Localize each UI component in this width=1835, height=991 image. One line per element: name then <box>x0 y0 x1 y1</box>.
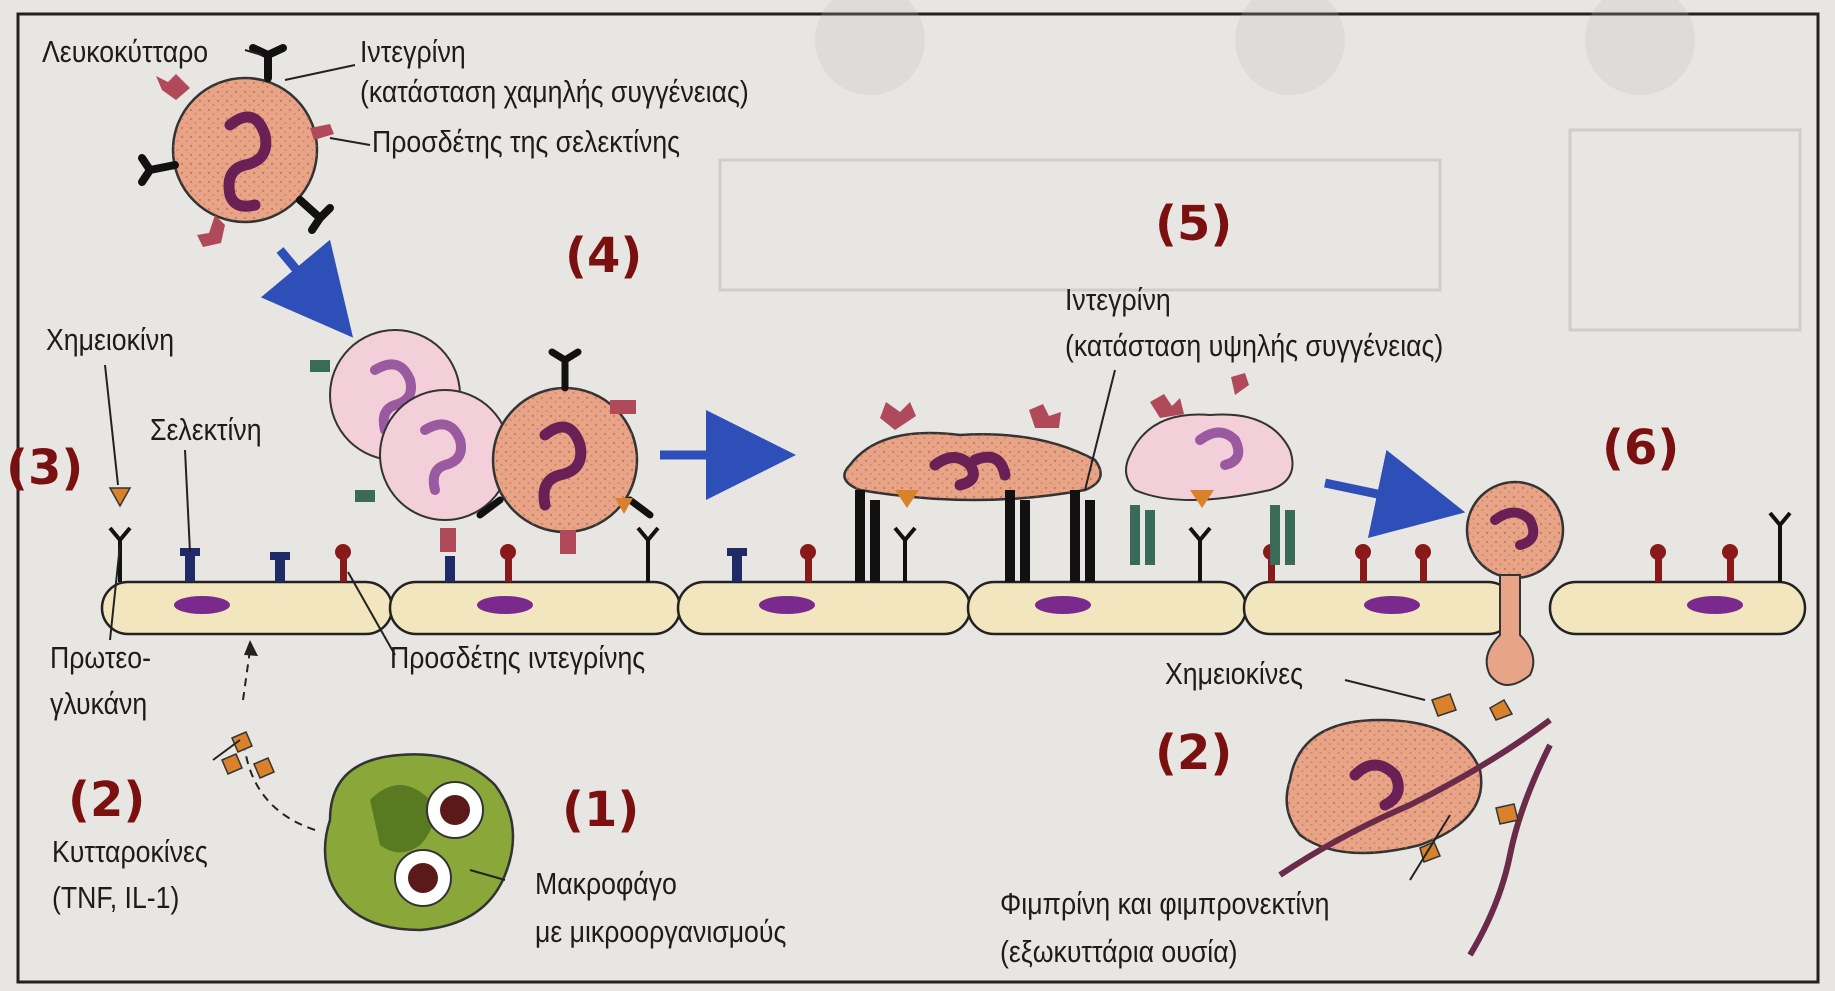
label-proteoglycan-1: Πρωτεο- <box>50 640 151 676</box>
label-fibrin: Φιμπρίνη και φιμπρονεκτίνη <box>1000 886 1329 922</box>
label-proteoglycan-2: γλυκάνη <box>50 686 147 722</box>
label-macrophage-microbes: με μικροοργανισμούς <box>535 914 786 950</box>
label-selectin-ligand: Προσδέτης της σελεκτίνης <box>372 124 680 160</box>
label-chemokines: Χημειοκίνες <box>1165 656 1303 692</box>
label-integrin-ligand: Προσδέτης ιντεγρίνης <box>390 640 645 676</box>
label-selectin: Σελεκτίνη <box>150 412 262 448</box>
label-leukocyte: Λευκοκύτταρο <box>42 34 208 70</box>
step-3-number: (3) <box>6 440 83 496</box>
label-macrophage: Μακροφάγο <box>535 866 677 902</box>
label-extracellular-matrix: (εξωκυττάρια ουσία) <box>1000 934 1238 970</box>
step-4-number: (4) <box>565 228 642 284</box>
leukocyte-free <box>142 48 334 247</box>
label-chemokine: Χημειοκίνη <box>46 322 174 358</box>
label-cytokines: Κυτταροκίνες <box>52 834 208 870</box>
macrophage <box>222 640 513 930</box>
label-integrin-low-state: (κατάσταση χαμηλής συγγένειας) <box>360 74 749 110</box>
step-5-number: (5) <box>1155 196 1232 252</box>
label-cytokines-types: (TNF, IL-1) <box>52 880 179 916</box>
step-2-right-number: (2) <box>1155 725 1232 781</box>
step-1-number: (1) <box>562 782 639 838</box>
label-integrin-high: Ιντεγρίνη <box>1065 282 1171 318</box>
leukocytes-rolling <box>310 330 650 554</box>
step-6-number: (6) <box>1602 420 1679 476</box>
label-integrin-high-state: (κατάσταση υψηλής συγγένειας) <box>1065 328 1443 364</box>
leukocyte-adherent <box>844 373 1295 582</box>
label-integrin-low: Ιντεγρίνη <box>360 34 466 70</box>
background-ghost-boxes <box>720 0 1800 330</box>
step-2-left-number: (2) <box>68 772 145 828</box>
